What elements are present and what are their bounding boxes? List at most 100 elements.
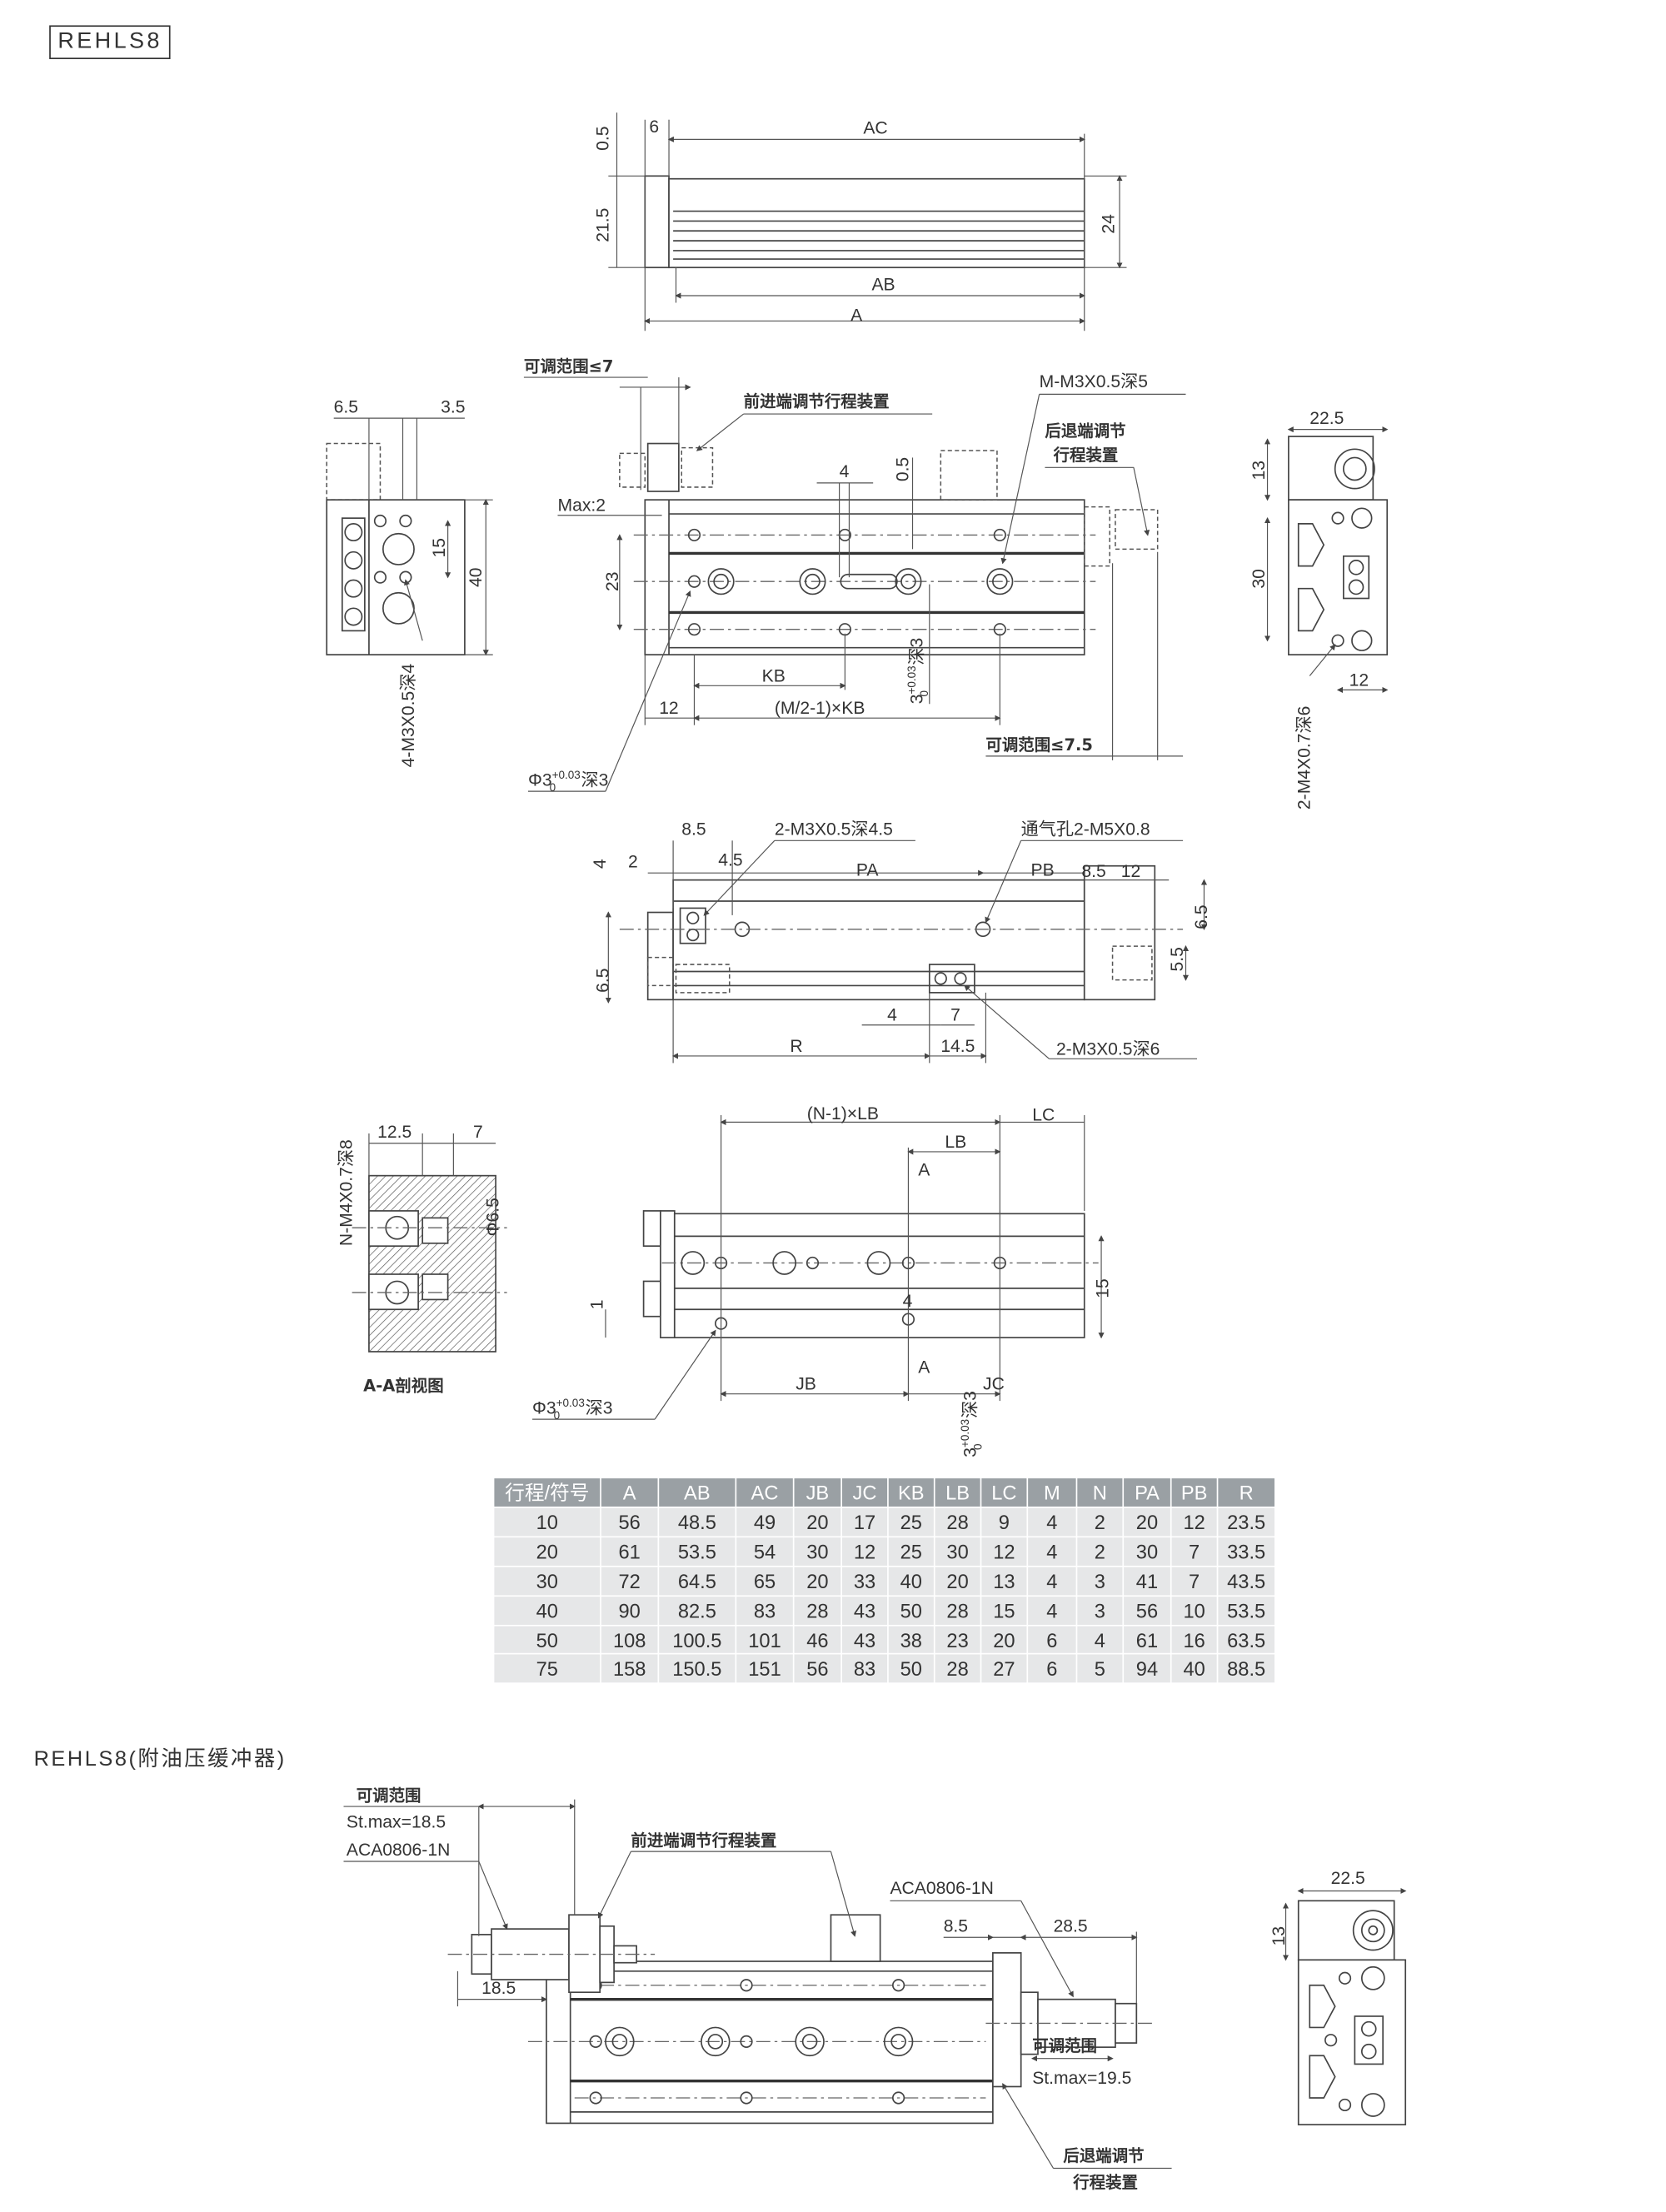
table-cell: 150.5 xyxy=(659,1655,736,1683)
bottom-view: 8.5 2-M3X0.5深4.5 通气孔2-M5X0.8 4 2 4.5 PA … xyxy=(591,820,1211,1064)
table-cell: 23.5 xyxy=(1218,1507,1274,1537)
dim-0-5-front: 0.5 xyxy=(893,457,912,481)
table-cell: 20 xyxy=(494,1537,601,1566)
shock-absorber-model-left: ACA0806-1N xyxy=(347,1841,450,1860)
column-header: LC xyxy=(981,1478,1027,1507)
table-cell: 16 xyxy=(1171,1625,1217,1654)
dim-6-5-left: 6.5 xyxy=(593,968,612,992)
column-header: JC xyxy=(841,1478,888,1507)
rear-stroke-adjuster-label-1: 后退端调节 xyxy=(1045,421,1125,441)
table-cell: 54 xyxy=(736,1537,793,1566)
dim-a: A xyxy=(850,306,863,325)
table-cell: 43.5 xyxy=(1218,1567,1274,1595)
dim-8-5: 8.5 xyxy=(681,820,706,839)
dim-pb: PB xyxy=(1031,861,1055,880)
table-cell: 15 xyxy=(981,1596,1027,1625)
column-header: PB xyxy=(1171,1478,1217,1507)
dim-7-section: 7 xyxy=(473,1123,483,1142)
table-cell: 61 xyxy=(601,1537,658,1566)
table-cell: 75 xyxy=(494,1655,601,1683)
dim-24: 24 xyxy=(1099,214,1118,234)
top-view: 0.5 6 AC 21.5 24 AB A xyxy=(593,112,1127,331)
table-cell: 2 xyxy=(1077,1537,1123,1566)
dim-15-side: 15 xyxy=(1094,1278,1113,1298)
table-cell: 5 xyxy=(1077,1655,1123,1683)
table-cell: 7 xyxy=(1171,1567,1217,1595)
right-end-view: 22.5 13 30 12 2-M4X0.7深6 xyxy=(1250,409,1389,810)
front-adjust-range-label: 可调范围≤7 xyxy=(524,356,614,376)
dim-1: 1 xyxy=(588,1300,607,1310)
buffer-front-view: 可调范围 St.max=18.5 ACA0806-1N 前进端调节行程装置 AC… xyxy=(343,1786,1172,2192)
table-cell: 4 xyxy=(1028,1596,1076,1625)
column-header: 行程/符号 xyxy=(494,1478,601,1507)
dim-12-bottom: 12 xyxy=(1121,862,1141,881)
dim-28-5: 28.5 xyxy=(1054,1917,1088,1936)
left-end-view: 6.5 3.5 15 40 4-M3X0.5深4 xyxy=(326,397,493,767)
table-cell: 50 xyxy=(494,1625,601,1654)
table-cell: 6 xyxy=(1028,1625,1076,1654)
table-cell: 6 xyxy=(1028,1655,1076,1683)
table-cell: 56 xyxy=(794,1655,841,1683)
table-cell: 25 xyxy=(888,1537,934,1566)
column-header: AB xyxy=(659,1478,736,1507)
dim-14-5: 14.5 xyxy=(940,1037,975,1056)
table-cell: 20 xyxy=(981,1625,1027,1654)
table-cell: 27 xyxy=(981,1655,1027,1683)
model-title: REHLS8 xyxy=(49,25,171,60)
column-header: LB xyxy=(935,1478,980,1507)
table-cell: 28 xyxy=(935,1596,980,1625)
dim-phi-6-5: Φ6.5 xyxy=(483,1198,502,1236)
bottom-thread-note-2: 2-M3X0.5深6 xyxy=(1056,1039,1160,1059)
dim-jb: JB xyxy=(796,1375,816,1394)
table-cell: 38 xyxy=(888,1625,934,1654)
table-cell: 4 xyxy=(1077,1625,1123,1654)
table-cell: 63.5 xyxy=(1218,1625,1274,1654)
table-cell: 49 xyxy=(736,1507,793,1537)
column-header: PA xyxy=(1124,1478,1170,1507)
table-cell: 83 xyxy=(841,1655,888,1683)
dim-4-bottom: 4 xyxy=(591,859,610,869)
dim-12: 12 xyxy=(659,699,679,718)
section-marker-a-bottom: A xyxy=(918,1358,930,1377)
buffer-front-adjuster-label: 前进端调节行程装置 xyxy=(631,1831,776,1850)
dim-4-side: 4 xyxy=(903,1292,913,1311)
table-cell: 28 xyxy=(935,1655,980,1683)
table-cell: 4 xyxy=(1028,1507,1076,1537)
dim-6-5: 6.5 xyxy=(334,397,358,416)
table-cell: 82.5 xyxy=(659,1596,736,1625)
table-cell: 64.5 xyxy=(659,1567,736,1595)
adjust-range-label-right: 可调范围 xyxy=(1032,2036,1097,2055)
section-thread-note: N-M4X0.7深8 xyxy=(337,1139,357,1246)
dim-22-5-buffer: 22.5 xyxy=(1331,1869,1365,1888)
dim-22-5: 22.5 xyxy=(1309,409,1344,428)
bottom-thread-note: 2-M3X0.5深4.5 xyxy=(775,820,893,839)
pin-hole-depth-note: 3+0.030深3 xyxy=(905,638,930,705)
dim-0-5: 0.5 xyxy=(593,127,612,151)
table-cell: 53.5 xyxy=(659,1537,736,1566)
stroke-max-left: St.max=18.5 xyxy=(347,1812,446,1831)
table-cell: 48.5 xyxy=(659,1507,736,1537)
dim-13-buffer: 13 xyxy=(1269,1926,1289,1946)
dim-21-5: 21.5 xyxy=(593,208,612,242)
dim-30: 30 xyxy=(1250,569,1269,589)
table-cell: 20 xyxy=(1124,1507,1170,1537)
table-cell: 12 xyxy=(981,1537,1027,1566)
section-aa-view: N-M4X0.7深8 12.5 7 Φ6.5 A-A剖视图 xyxy=(337,1123,507,1395)
table-cell: 53.5 xyxy=(1218,1596,1274,1625)
column-header: M xyxy=(1028,1478,1076,1507)
dim-n-lb: (N-1)×LB xyxy=(807,1104,879,1123)
column-header: A xyxy=(601,1478,658,1507)
dim-18-5: 18.5 xyxy=(481,1979,516,1998)
dim-6-5-right: 6.5 xyxy=(1192,904,1211,929)
dim-23: 23 xyxy=(603,572,622,592)
dim-13: 13 xyxy=(1250,461,1269,481)
dim-8-5-right: 8.5 xyxy=(1081,862,1105,881)
table-cell: 100.5 xyxy=(659,1625,736,1654)
table-cell: 56 xyxy=(1124,1596,1170,1625)
table-cell: 40 xyxy=(1171,1655,1217,1683)
front-view: 可调范围≤7 前进端调节行程装置 M-M3X0.5深5 后退端调节 行程装置 4… xyxy=(524,356,1186,794)
